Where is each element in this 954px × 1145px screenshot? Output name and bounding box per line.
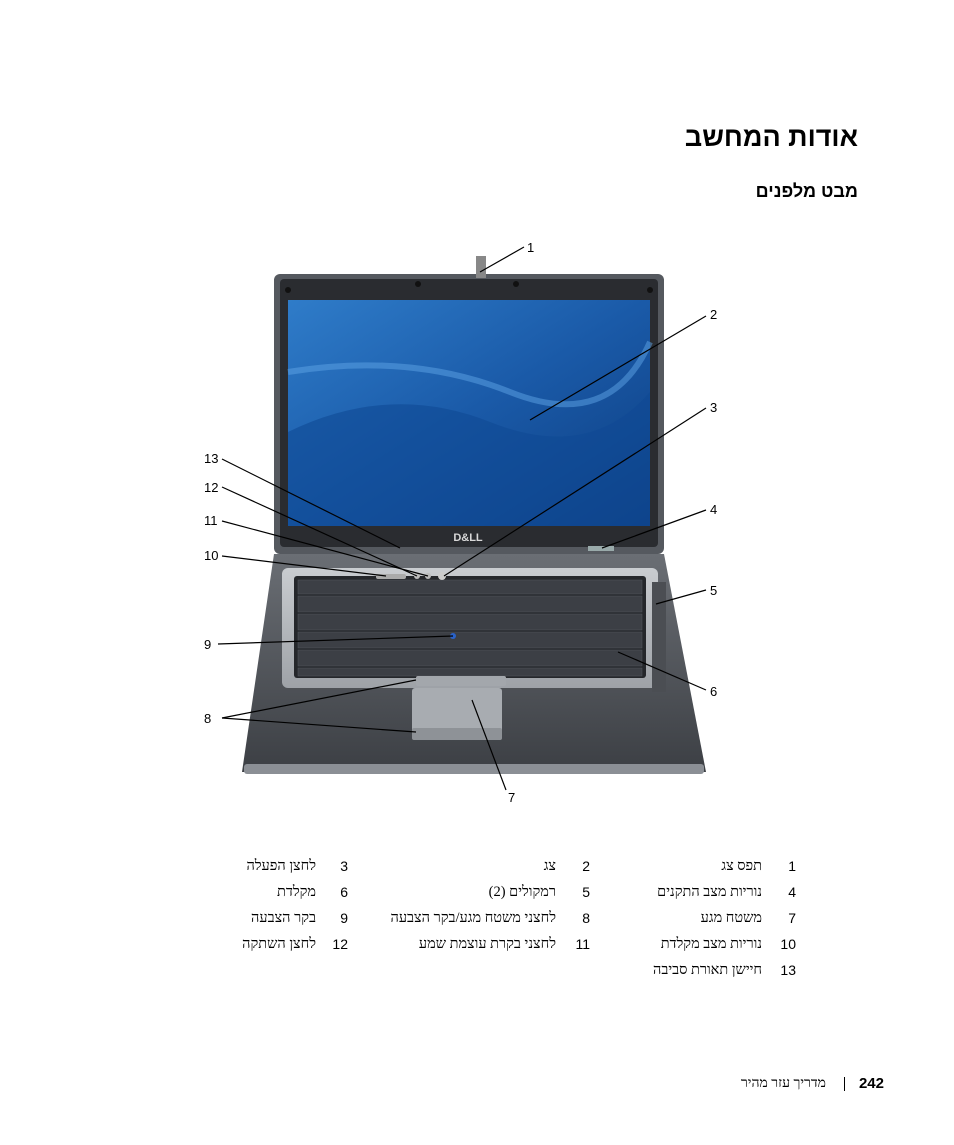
callout-6: 6 [710,684,717,699]
legend-num: 5 [582,884,590,900]
footer-divider [843,1076,845,1091]
callout-1: 1 [527,240,534,255]
legend-num: 6 [340,884,348,900]
touch-pad-buttons[interactable] [412,728,502,740]
legend-text: לחצן הפעלה [246,858,316,874]
callout-lines [217,246,707,791]
legend-num: 3 [340,858,348,874]
legend-num: 10 [780,936,796,952]
touch-pad[interactable] [412,688,502,740]
legend-num: 2 [582,858,590,874]
dell-logo: D&LL [453,532,483,544]
legend-text: מקלדת [277,884,316,900]
device-status-lights-icon [588,546,614,551]
callout-10: 10 [204,548,218,563]
legend-num: 13 [780,962,796,978]
page-number: 242 [858,1075,884,1092]
book-title: מדריך עזר מהיר [740,1075,826,1091]
legend-text: לחצן השתקה [242,936,316,952]
legend-text: נוריות מצב מקלדת [660,936,762,952]
section-heading: מבט מלפנים [755,181,858,201]
callout-11: 11 [204,513,218,528]
callout-5: 5 [710,583,717,598]
legend-num: 8 [582,910,590,926]
legend-num: 4 [788,884,796,900]
callout-2: 2 [710,307,717,322]
legend-text: תפס צג [721,858,762,874]
legend-text: לחצני משטח מגע/בקר הצבעה [390,910,556,926]
track-stick-buttons[interactable] [416,676,506,686]
callout-13: 13 [204,451,218,466]
callout-4: 4 [710,502,717,517]
legend-num: 7 [788,910,796,926]
power-button[interactable] [438,572,446,580]
page-footer: 242 מדריך עזר מהיר [741,1075,884,1092]
display-screen [287,300,653,526]
legend-text: רמקולים (2) [488,884,556,900]
page-title: אודות המחשב [684,122,858,152]
callout-numbers: 1 2 3 4 5 6 7 8 9 10 11 12 13 [204,240,717,805]
legend-num: 12 [332,936,348,952]
callout-8: 8 [204,711,211,726]
speaker-grille [652,582,666,692]
legend-text: צג [543,858,556,874]
callout-9: 9 [204,637,211,652]
legend-num: 11 [575,936,590,952]
legend-text: משטח מגע [700,910,762,926]
laptop-front-view-figure: D&LL [204,240,717,805]
legend-text: חיישן תאורת סביבה [653,962,762,978]
callout-7: 7 [508,790,515,805]
callout-12: 12 [204,480,218,495]
legend-text: נוריות מצב התקנים [657,884,762,900]
display-latch-icon[interactable] [476,256,486,278]
legend-text: בקר הצבעה [251,910,316,926]
laptop-base [242,554,706,774]
legend-text: לחצני בקרת עוצמת שמע [418,936,556,952]
legend-num: 9 [340,910,348,926]
callout-3: 3 [710,400,717,415]
legend-num: 1 [788,858,796,874]
